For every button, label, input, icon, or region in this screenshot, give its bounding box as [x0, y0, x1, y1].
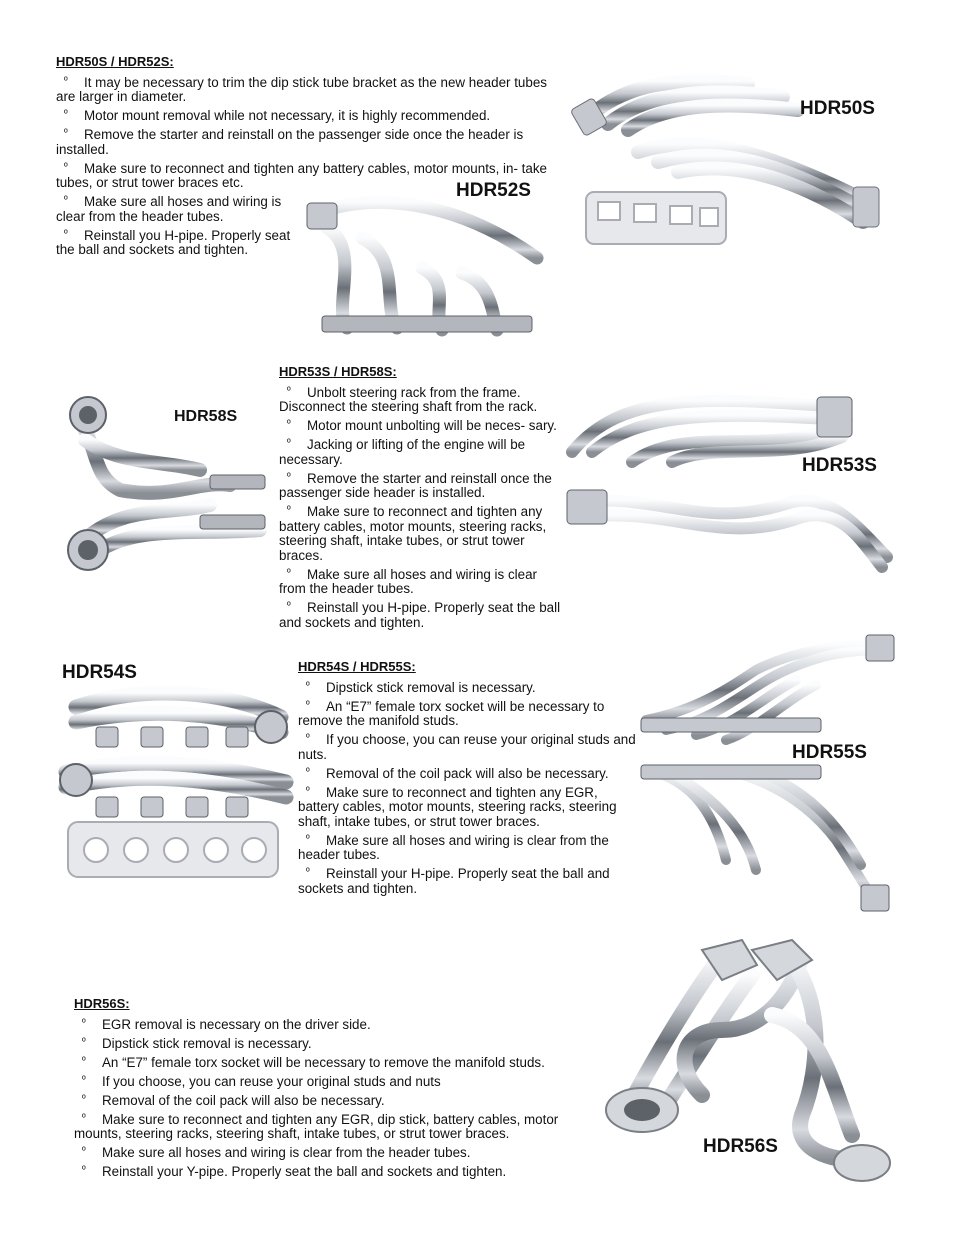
hdr55s-label: HDR55S	[792, 742, 867, 763]
hdr53s-label: HDR53S	[802, 455, 877, 476]
bullet: º	[82, 1017, 86, 1029]
bullet: º	[306, 785, 310, 797]
hdr50s-header-photo	[568, 62, 893, 250]
bullet: º	[64, 128, 68, 139]
hdr53s-header-photo	[562, 382, 897, 577]
section-heading: HDR56S:	[74, 996, 130, 1011]
bullet: º	[287, 438, 291, 449]
hdr50s-label: HDR50S	[800, 98, 875, 119]
bullet: º	[82, 1055, 86, 1067]
bullet: º	[287, 471, 291, 483]
bullet: º	[82, 1036, 86, 1048]
bullet: º	[82, 1093, 86, 1105]
section-heading: HDR54S / HDR55S:	[298, 659, 416, 674]
bullet: º	[82, 1165, 86, 1176]
bullet: º	[287, 601, 291, 612]
hdr54s-label: HDR54S	[62, 662, 137, 683]
bullet: º	[306, 833, 310, 845]
hdr56s-label: HDR56S	[703, 1136, 778, 1157]
bullet: º	[287, 385, 291, 397]
bullet: º	[64, 228, 68, 240]
section-heading: HDR50S / HDR52S:	[56, 54, 174, 69]
bullet: º	[287, 505, 291, 516]
bullet: º	[64, 109, 68, 120]
bullet: º	[82, 1112, 86, 1124]
hdr54s-header-photo	[56, 672, 296, 887]
bullet: º	[82, 1146, 86, 1157]
hdr56s-header-photo	[592, 935, 892, 1183]
bullet: º	[306, 733, 310, 744]
bullet: º	[64, 161, 68, 173]
hdr52s-label: HDR52S	[456, 180, 531, 201]
section-heading: HDR53S / HDR58S:	[279, 364, 397, 379]
bullet: º	[64, 195, 68, 206]
bullet: º	[306, 699, 310, 711]
hdr58s-header-photo	[60, 385, 275, 590]
bullet: º	[287, 567, 291, 579]
bullet: º	[306, 867, 310, 878]
hdr52s-header-photo	[302, 188, 560, 340]
bullet: º	[64, 75, 68, 87]
bullet: º	[82, 1074, 86, 1086]
bullet: º	[287, 419, 291, 430]
bullet: º	[306, 766, 310, 778]
bullet: º	[306, 680, 310, 692]
hdr58s-label: HDR58S	[174, 408, 238, 425]
hdr55s-header-photo	[636, 630, 896, 912]
